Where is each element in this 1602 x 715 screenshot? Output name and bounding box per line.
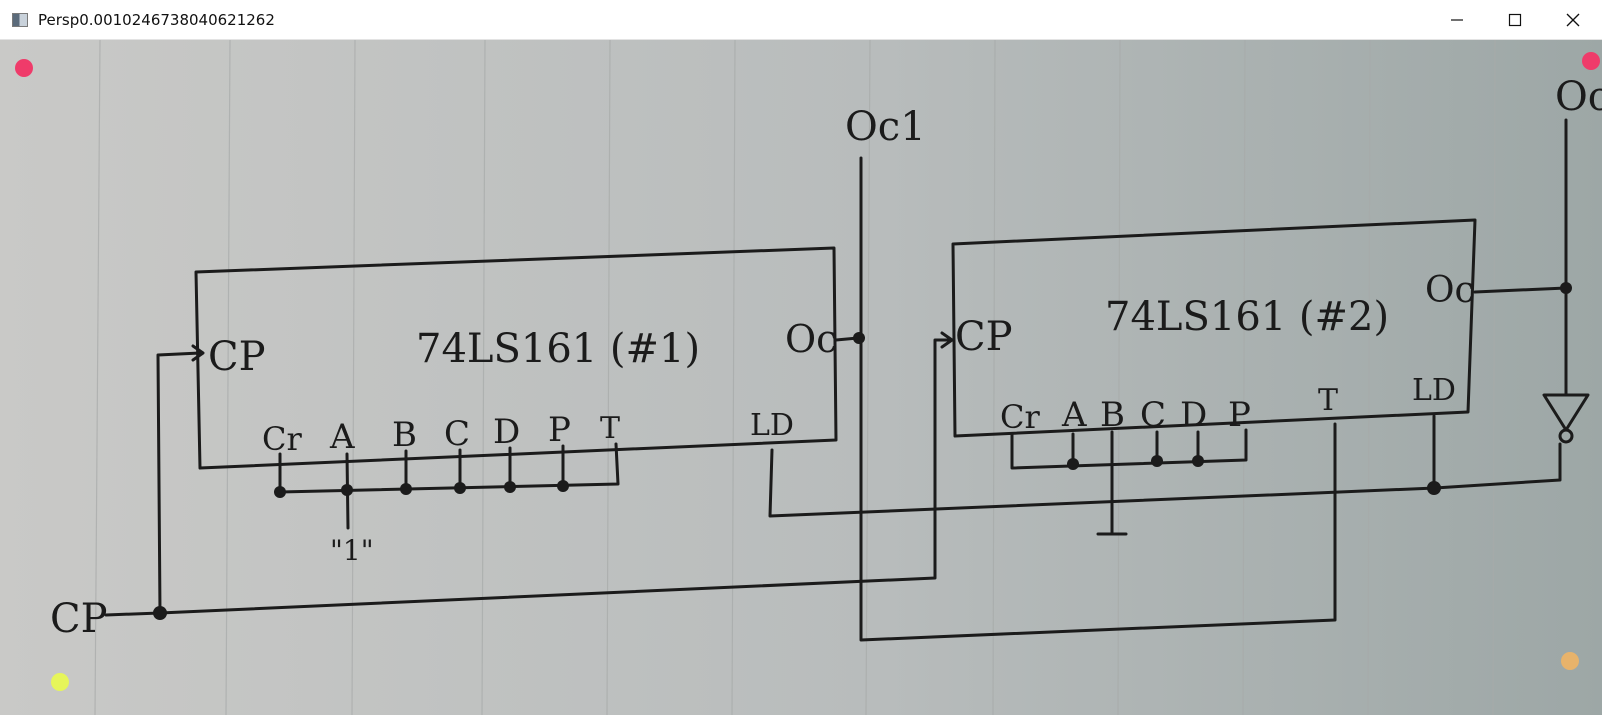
chip1-pin-a: A bbox=[329, 417, 355, 457]
app-icon bbox=[12, 12, 28, 27]
chip2-ld-label: LD bbox=[1412, 373, 1456, 408]
chip1-pin-c: C bbox=[444, 414, 470, 454]
chip2-pin-d: D bbox=[1180, 395, 1207, 435]
chip1-cp-label: CP bbox=[208, 334, 266, 380]
marker-bottom-left bbox=[51, 673, 69, 691]
chip2-pin-cr: Cr bbox=[1000, 398, 1040, 436]
chip1-pin-bus bbox=[274, 442, 620, 530]
chip2-pin-c: C bbox=[1140, 395, 1166, 435]
oc1-wiring bbox=[834, 156, 1337, 642]
chip2-box bbox=[951, 218, 1477, 438]
chip1-pin-b: B bbox=[392, 415, 417, 455]
window-controls bbox=[1428, 0, 1602, 39]
logic-one-label: "1" bbox=[330, 534, 374, 567]
circuit-photo: CP 74LS161 (#1) Oc LD Cr A B C D P T CP … bbox=[0, 40, 1602, 715]
chip1-pin-cr: Cr bbox=[262, 420, 302, 458]
chip1-name: 74LS161 (#1) bbox=[416, 326, 700, 372]
cp-input-label: CP bbox=[50, 596, 108, 642]
maximize-button[interactable] bbox=[1486, 0, 1544, 39]
chip2-pin-t: T bbox=[1318, 383, 1338, 418]
cp-wiring bbox=[104, 331, 954, 620]
chip2-pin-p: P bbox=[1228, 395, 1251, 435]
title-bar[interactable]: Persp0.0010246738040621262 bbox=[0, 0, 1602, 40]
minimize-button[interactable] bbox=[1428, 0, 1486, 39]
chip2-pin-bus bbox=[1010, 428, 1248, 536]
close-icon bbox=[1566, 13, 1580, 26]
minimize-icon bbox=[1451, 18, 1463, 21]
chip1-box bbox=[194, 246, 838, 470]
chip2-oc-label: Oc bbox=[1425, 270, 1475, 311]
window-title: Persp0.0010246738040621262 bbox=[38, 10, 275, 29]
marker-top-right bbox=[1582, 52, 1600, 70]
chip1-pin-t: T bbox=[600, 411, 620, 446]
ld-wiring bbox=[768, 414, 1562, 518]
photo-canvas: CP 74LS161 (#1) Oc LD Cr A B C D P T CP … bbox=[0, 40, 1602, 715]
chip2-name: 74LS161 (#2) bbox=[1105, 294, 1389, 340]
marker-bottom-right bbox=[1561, 652, 1579, 670]
marker-top-left bbox=[15, 59, 33, 77]
oc2-wiring bbox=[1473, 118, 1590, 444]
chip1-ld-label: LD bbox=[750, 408, 794, 443]
oc2-label: Oc bbox=[1555, 74, 1602, 120]
chip1-pin-d: D bbox=[493, 412, 520, 452]
maximize-icon bbox=[1508, 13, 1522, 26]
close-button[interactable] bbox=[1544, 0, 1602, 39]
chip2-pin-b: B bbox=[1100, 395, 1125, 435]
inverter-symbol bbox=[1542, 393, 1590, 432]
oc1-label: Oc1 bbox=[845, 104, 926, 150]
paper-lines bbox=[94, 40, 1496, 715]
chip2-pin-a: A bbox=[1061, 395, 1087, 435]
chip1-oc-label: Oc bbox=[785, 317, 837, 361]
chip1-pin-p: P bbox=[548, 410, 571, 450]
chip2-cp-label: CP bbox=[955, 314, 1013, 360]
